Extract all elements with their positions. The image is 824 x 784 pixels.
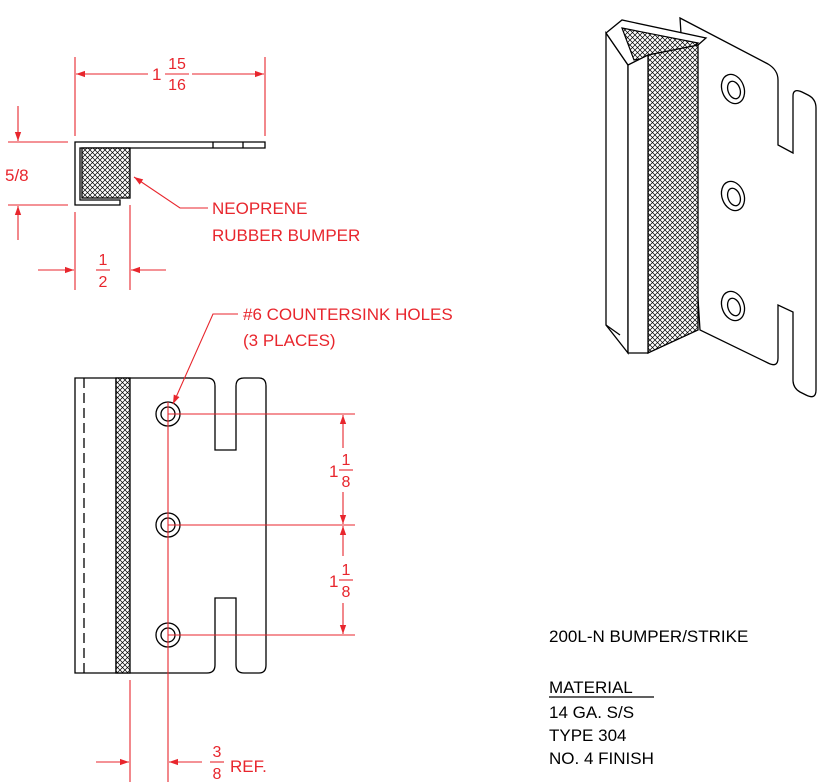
- holes-callout-line2: (3 PLACES): [243, 331, 336, 350]
- notes-block: 200L-N BUMPER/STRIKE MATERIAL 14 GA. S/S…: [549, 627, 748, 768]
- depth-dim-denominator: 2: [99, 274, 108, 291]
- width-dim-numerator: 15: [168, 56, 186, 73]
- strike-plate-outline: [74, 377, 267, 674]
- neoprene-bumper-strip: [115, 377, 131, 674]
- neoprene-callout-line1: NEOPRENE: [212, 199, 307, 218]
- material-line-2: TYPE 304: [549, 726, 627, 745]
- spacing2-whole: 1: [329, 572, 338, 591]
- width-dim-denominator: 16: [168, 77, 186, 94]
- offset-suffix: REF.: [230, 757, 267, 776]
- spacing1-numerator: 1: [342, 452, 351, 469]
- spacing2-numerator: 1: [342, 562, 351, 579]
- iso-plate: [679, 16, 817, 398]
- offset-numerator: 3: [213, 744, 222, 761]
- holes-callout-line1: #6 COUNTERSINK HOLES: [243, 305, 453, 324]
- material-heading: MATERIAL: [549, 678, 633, 697]
- neoprene-callout-line2: RUBBER BUMPER: [212, 226, 360, 245]
- spacing1-denominator: 8: [342, 474, 351, 491]
- iso-hole-bottom: [720, 290, 746, 322]
- material-line-3: NO. 4 FINISH: [549, 749, 654, 768]
- iso-front-face: [605, 30, 629, 355]
- isometric-view: [605, 16, 817, 398]
- bracket-profile: [74, 141, 266, 206]
- material-line-1: 14 GA. S/S: [549, 703, 634, 722]
- iso-hole-top: [720, 73, 746, 105]
- spacing2-denominator: 8: [342, 584, 351, 601]
- holes-leader: [172, 313, 238, 405]
- front-view: #6 COUNTERSINK HOLES (3 PLACES) 1 1 8 1 …: [74, 305, 453, 783]
- section-view: 1 15 16 5/8 1 2 NEOPRENE RUBBER BUMPER: [5, 56, 360, 291]
- iso-hole-middle: [720, 180, 746, 212]
- height-dim-label: 5/8: [5, 166, 29, 185]
- depth-dim-numerator: 1: [99, 252, 108, 269]
- neoprene-leader: [133, 176, 208, 209]
- width-dim-whole: 1: [152, 65, 161, 84]
- offset-denominator: 8: [213, 766, 222, 783]
- neoprene-bumper-section: [81, 147, 131, 199]
- spacing1-whole: 1: [329, 462, 338, 481]
- part-name: 200L-N BUMPER/STRIKE: [549, 627, 748, 646]
- iso-bumper-face: [647, 44, 699, 355]
